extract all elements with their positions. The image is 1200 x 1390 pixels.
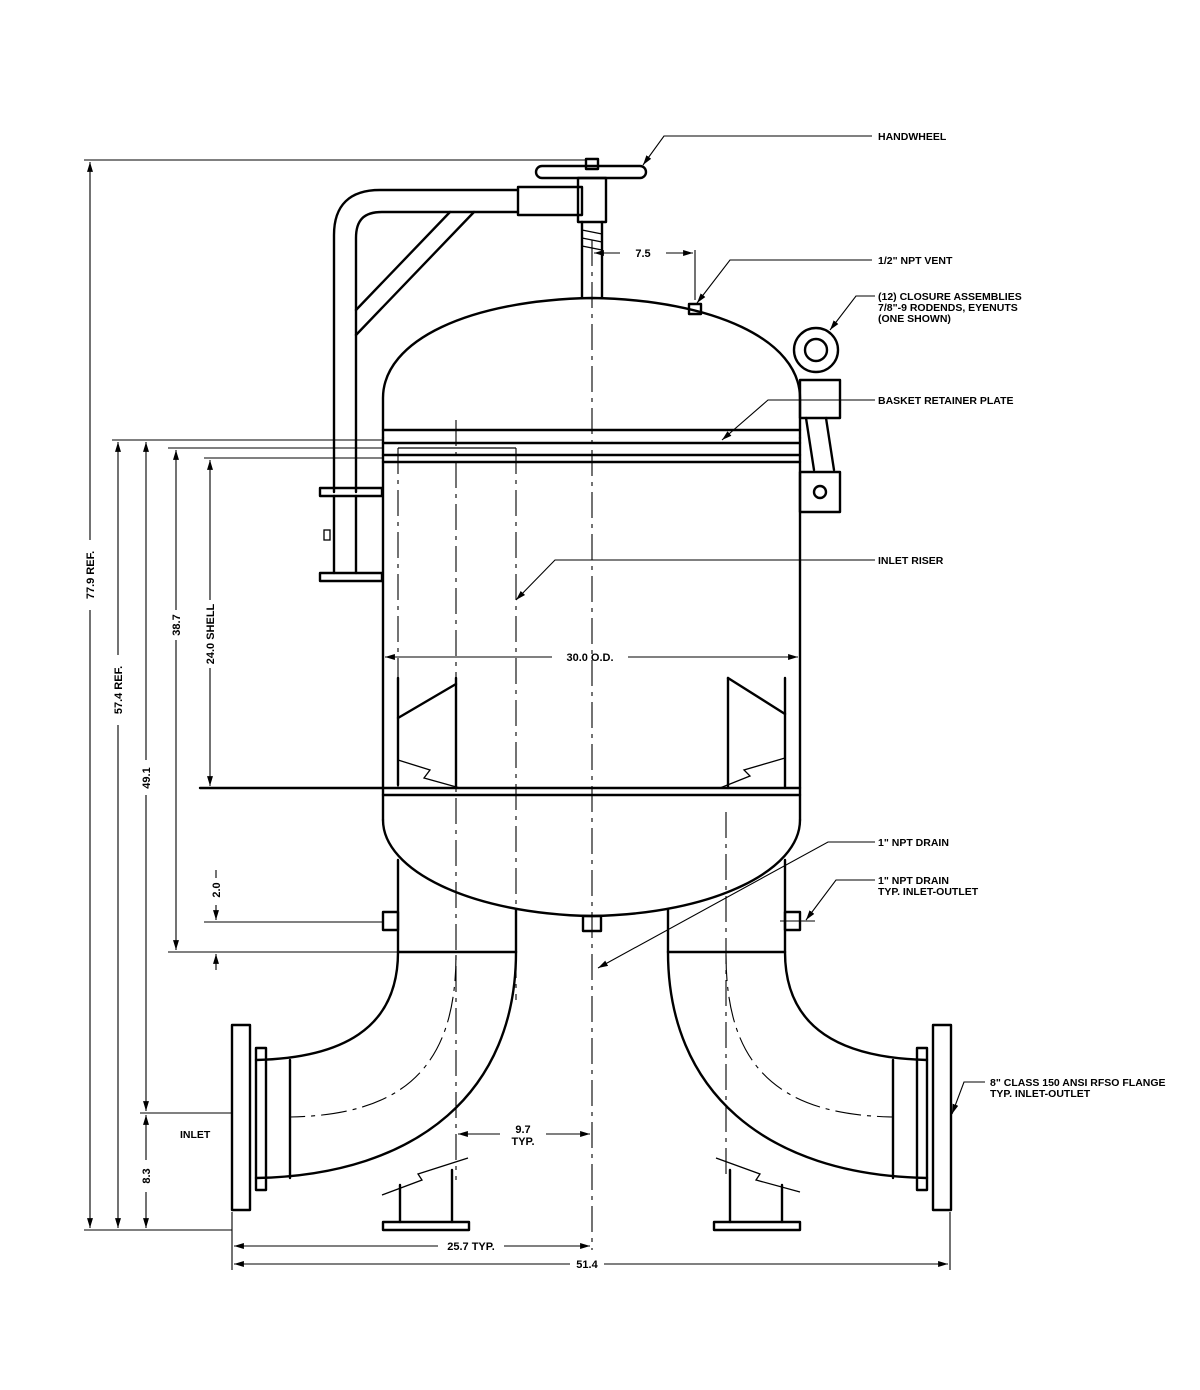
outlet-flange bbox=[931, 1023, 953, 1212]
inlet-riser-label: INLET RISER bbox=[878, 555, 944, 567]
lower-legs bbox=[396, 858, 787, 954]
dimension-lines bbox=[84, 159, 951, 1270]
basket-supports bbox=[396, 676, 787, 790]
dim-riser-offset-typ: TYP. bbox=[511, 1136, 534, 1148]
dim-overall-height: 77.9 REF. bbox=[85, 551, 97, 599]
flange-label-line1: 8" CLASS 150 ANSI RFSO FLANGE bbox=[990, 1077, 1166, 1089]
dim-vent-offset: 7.5 bbox=[635, 248, 650, 260]
side-drain-label-line1: 1" NPT DRAIN bbox=[878, 875, 949, 887]
basket-plate-label: BASKET RETAINER PLATE bbox=[878, 395, 1014, 407]
dim-drain-offset: 2.0 bbox=[211, 882, 223, 897]
inlet-elbow bbox=[230, 950, 518, 1212]
dim-38-7: 38.7 bbox=[171, 614, 183, 635]
support-leg-left bbox=[381, 1157, 471, 1232]
left-drain-coupling bbox=[381, 910, 400, 932]
closure-label-line3: (ONE SHOWN) bbox=[878, 313, 951, 325]
handwheel bbox=[534, 164, 648, 180]
closure-label-line2: 7/8"-9 RODENDS, EYENUTS bbox=[878, 302, 1018, 314]
inlet-label: INLET bbox=[180, 1129, 211, 1141]
dim-shell: 24.0 SHELL bbox=[205, 603, 217, 664]
outlet-elbow bbox=[666, 950, 953, 1212]
dim-riser-offset: 9.7 bbox=[515, 1124, 530, 1136]
vent-coupling bbox=[687, 302, 703, 316]
handwheel-label: HANDWHEEL bbox=[878, 131, 947, 143]
dimension-labels: 77.9 REF. 57.4 REF. 49.1 38.7 24.0 SHELL… bbox=[85, 248, 651, 1271]
support-leg-right bbox=[712, 1157, 802, 1232]
center-drain-label: 1" NPT DRAIN bbox=[878, 837, 949, 849]
center-drain-coupling bbox=[581, 914, 603, 933]
dim-od: 30.0 O.D. bbox=[566, 652, 613, 664]
davit-arm bbox=[318, 157, 648, 583]
dim-57-4: 57.4 REF. bbox=[113, 666, 125, 714]
side-drain-label-line2: TYP. INLET-OUTLET bbox=[878, 886, 979, 898]
eyenut bbox=[792, 326, 840, 374]
dim-overall-width: 51.4 bbox=[576, 1259, 598, 1271]
callout-labels: HANDWHEEL 1/2" NPT VENT (12) CLOSURE ASS… bbox=[180, 131, 1166, 1141]
dim-flange-height: 8.3 bbox=[141, 1168, 153, 1183]
flange-label-line2: TYP. INLET-OUTLET bbox=[990, 1088, 1091, 1100]
dim-half-width: 25.7 TYP. bbox=[447, 1241, 495, 1253]
dim-49-1: 49.1 bbox=[141, 767, 153, 788]
vessel-body bbox=[198, 240, 802, 1250]
closure-assembly bbox=[792, 326, 842, 514]
inlet-flange bbox=[230, 1023, 252, 1212]
vent-label: 1/2" NPT VENT bbox=[878, 255, 953, 267]
callout-leaders bbox=[515, 135, 985, 1115]
closure-label-line1: (12) CLOSURE ASSEMBLIES bbox=[878, 291, 1022, 303]
